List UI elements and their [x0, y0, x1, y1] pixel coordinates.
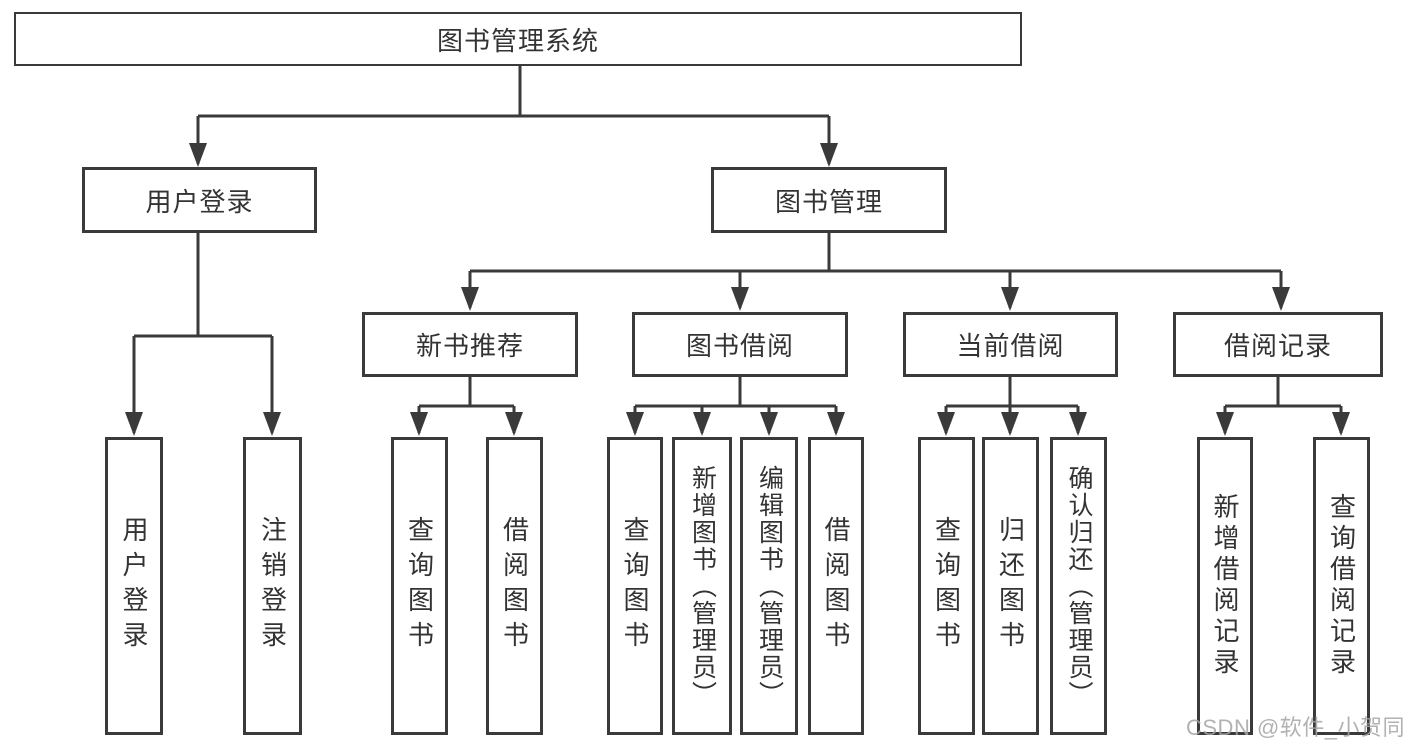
leaf-query-books-3: 查询图书 [918, 437, 975, 735]
connector-user-login-to-leaves [132, 232, 274, 433]
connector-new-book-recommend-to-leaves [417, 377, 516, 433]
connector-root-to-level2 [196, 66, 831, 164]
leaf-confirm-return-admin: 确认归还（管理员） [1050, 437, 1107, 735]
node-borrow-records: 借阅记录 [1173, 312, 1383, 377]
node-book-management: 图书管理 [711, 167, 947, 233]
node-label: 查询图书 [404, 516, 435, 656]
node-root: 图书管理系统 [14, 12, 1022, 66]
csdn-watermark: CSDN @软件_小贺同学 [1186, 715, 1405, 740]
leaf-query-books-2: 查询图书 [607, 437, 663, 735]
node-current-borrow: 当前借阅 [903, 312, 1118, 377]
node-label: 注销登录 [257, 516, 288, 656]
leaf-query-books-1: 查询图书 [391, 437, 448, 735]
node-new-book-recommend: 新书推荐 [362, 312, 578, 377]
node-label: 查询图书 [931, 516, 962, 656]
leaf-query-borrow-record: 查询借阅记录 [1313, 437, 1370, 735]
node-label: 图书管理 [774, 186, 883, 217]
connector-book-borrow-to-leaves [633, 377, 838, 433]
leaf-borrow-books-1: 借阅图书 [486, 437, 543, 735]
leaf-return-book: 归还图书 [982, 437, 1039, 735]
node-label: 图书借阅 [685, 331, 794, 361]
node-label: 查询图书 [620, 516, 650, 656]
connector-borrow-records-to-leaves [1223, 377, 1343, 433]
node-label: 新增图书（管理员） [688, 464, 717, 708]
leaf-user-login: 用户登录 [105, 437, 163, 735]
leaf-add-borrow-record: 新增借阅记录 [1197, 437, 1253, 735]
node-label: 借阅图书 [499, 516, 530, 656]
leaf-add-book-admin: 新增图书（管理员） [672, 437, 732, 735]
connector-book-management-to-level3 [468, 233, 1283, 308]
node-label: 新增借阅记录 [1210, 493, 1240, 679]
node-book-borrow: 图书借阅 [632, 312, 848, 377]
arrowheads [125, 143, 1350, 436]
node-label: 借阅图书 [821, 516, 851, 656]
leaf-edit-book-admin: 编辑图书（管理员） [740, 437, 798, 735]
node-label: 当前借阅 [956, 331, 1065, 361]
node-label: 借阅记录 [1223, 331, 1332, 361]
leaf-logout: 注销登录 [243, 437, 302, 735]
leaf-borrow-books-2: 借阅图书 [808, 437, 864, 735]
node-label: 新书推荐 [415, 331, 524, 361]
node-label: 归还图书 [995, 516, 1026, 656]
node-label: 编辑图书（管理员） [755, 464, 784, 708]
node-user-login: 用户登录 [82, 167, 317, 233]
node-label: 查询借阅记录 [1326, 493, 1357, 679]
node-label: 图书管理系统 [436, 25, 599, 56]
node-label: 确认归还（管理员） [1065, 464, 1093, 708]
node-label: 用户登录 [119, 516, 149, 656]
node-label: 用户登录 [145, 186, 254, 217]
